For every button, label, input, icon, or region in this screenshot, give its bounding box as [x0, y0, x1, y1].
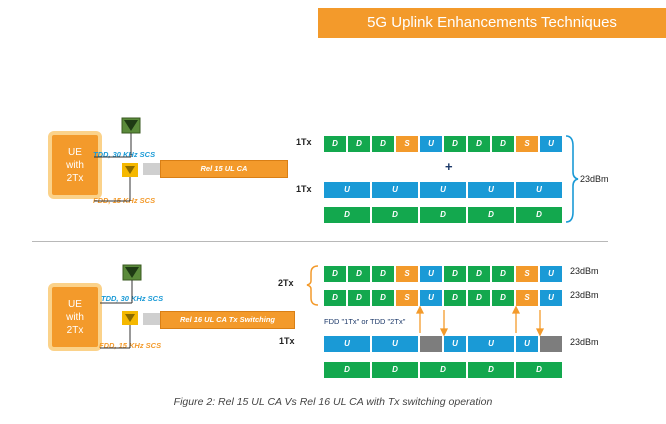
- slot-downlink: D: [372, 290, 394, 306]
- slot-downlink: D: [348, 266, 370, 282]
- slot-downlink: D: [372, 136, 394, 152]
- rel15-box: Rel 15 UL CA: [160, 160, 288, 178]
- slot-downlink: D: [372, 207, 418, 223]
- bracket-2tx: [306, 265, 319, 306]
- slot-downlink: D: [492, 136, 514, 152]
- slot-downlink: D: [516, 207, 562, 223]
- slot-uplink: U: [468, 336, 514, 352]
- slot-uplink: U: [468, 182, 514, 198]
- tdd-label-top: TDD, 30 KHz SCS: [93, 150, 156, 159]
- slot-idle: [420, 336, 442, 352]
- slot-idle: [540, 336, 562, 352]
- antenna-green-icon-bottom: [122, 264, 142, 281]
- slot-downlink: D: [468, 362, 514, 378]
- bracket-top: [565, 135, 579, 223]
- slot-downlink: D: [324, 266, 346, 282]
- power-label-b2: 23dBm: [570, 290, 599, 300]
- slot-special: S: [516, 290, 538, 306]
- power-label-top: 23dBm: [580, 174, 609, 184]
- slot-downlink: D: [492, 290, 514, 306]
- slot-downlink: D: [324, 207, 370, 223]
- slot-special: S: [396, 290, 418, 306]
- slot-downlink: D: [420, 207, 466, 223]
- slot-uplink: U: [420, 290, 442, 306]
- slot-uplink: U: [324, 182, 370, 198]
- slot-uplink: U: [324, 336, 370, 352]
- slot-downlink: D: [324, 136, 346, 152]
- switching-note: FDD "1Tx" or TDD "2Tx": [324, 317, 406, 326]
- slot-downlink: D: [468, 207, 514, 223]
- section-divider: [32, 241, 608, 242]
- slot-downlink: D: [492, 266, 514, 282]
- slot-special: S: [516, 136, 538, 152]
- antenna-green-icon-top: [121, 117, 141, 134]
- slot-uplink: U: [444, 336, 466, 352]
- slot-downlink: D: [372, 266, 394, 282]
- slot-uplink: U: [540, 290, 562, 306]
- power-label-b3: 23dBm: [570, 337, 599, 347]
- slot-downlink: D: [468, 266, 490, 282]
- slot-downlink: D: [348, 136, 370, 152]
- slot-downlink: D: [468, 290, 490, 306]
- tx-label-bottom: 1Tx: [279, 336, 295, 346]
- power-label-b1: 23dBm: [570, 266, 599, 276]
- ue-box-top: UE with 2Tx: [48, 131, 102, 199]
- figure-caption: Figure 2: Rel 15 UL CA Vs Rel 16 UL CA w…: [173, 396, 493, 408]
- slot-uplink: U: [540, 266, 562, 282]
- plus-sign: +: [445, 159, 453, 174]
- slot-downlink: D: [444, 266, 466, 282]
- slot-downlink: D: [420, 362, 466, 378]
- slot-downlink: D: [444, 136, 466, 152]
- connector-top: [143, 163, 160, 175]
- slot-downlink: D: [516, 362, 562, 378]
- slot-uplink: U: [420, 266, 442, 282]
- slot-special: S: [516, 266, 538, 282]
- slot-special: S: [396, 136, 418, 152]
- slot-uplink: U: [372, 336, 418, 352]
- section-title: 5G Uplink Enhancements Techniques: [318, 8, 666, 38]
- slot-special: S: [396, 266, 418, 282]
- slot-downlink: D: [372, 362, 418, 378]
- slot-uplink: U: [420, 136, 442, 152]
- slot-downlink: D: [444, 290, 466, 306]
- slot-uplink: U: [420, 182, 466, 198]
- tx-label-top-2: 1Tx: [296, 184, 312, 194]
- connector-bottom: [143, 313, 160, 325]
- slot-downlink: D: [324, 290, 346, 306]
- slot-downlink: D: [324, 362, 370, 378]
- tx-group-label: 2Tx: [278, 278, 294, 288]
- rel16-box: Rel 16 UL CA Tx Switching: [160, 311, 295, 329]
- ue-box-bottom: UE with 2Tx: [48, 283, 102, 351]
- slot-downlink: D: [468, 136, 490, 152]
- slot-uplink: U: [516, 182, 562, 198]
- antenna-yellow-icon-bottom: [122, 311, 138, 325]
- tx-label-top-1: 1Tx: [296, 137, 312, 147]
- slot-uplink: U: [372, 182, 418, 198]
- antenna-yellow-icon-top: [122, 163, 138, 177]
- slot-downlink: D: [348, 290, 370, 306]
- slot-uplink: U: [540, 136, 562, 152]
- slot-uplink: U: [516, 336, 538, 352]
- switch-arrows: [415, 305, 545, 337]
